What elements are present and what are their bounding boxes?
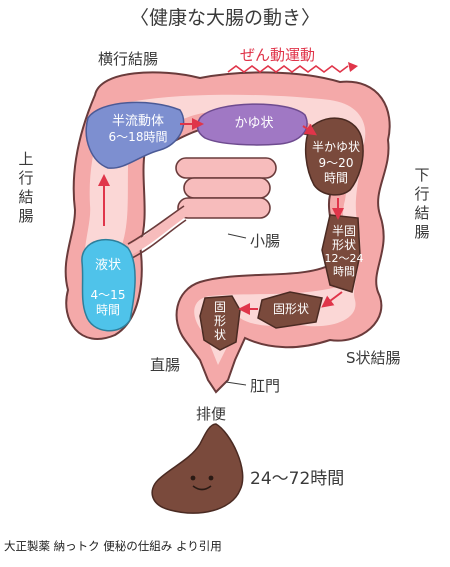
peristalsis-wave <box>227 65 349 73</box>
arrow-to-sigmoid <box>321 291 343 308</box>
arrow-to-semi-mushy <box>302 123 317 136</box>
semi-solid-bolus <box>321 214 361 293</box>
stage-mushy-label: かゆ状 <box>234 116 274 131</box>
small-intestine <box>127 157 277 259</box>
stage-semi-fluid-label: 半流動体 <box>111 114 164 129</box>
label-anus: 肛門 <box>250 377 281 395</box>
solid-bolus-sigmoid <box>257 291 323 329</box>
stage-semi-fluid-time: 6〜18時間 <box>108 130 168 144</box>
page-title: 〈健康な大腸の動き〉 <box>129 7 320 29</box>
stool-character <box>151 423 244 514</box>
stage-semi-solid-label: 半固形状 <box>331 224 356 252</box>
label-peristalsis: ぜん動運動 <box>240 46 316 64</box>
stage-semi-mushy-label: 半かゆ状 <box>311 140 360 154</box>
liquid-bolus <box>81 238 136 332</box>
stage-solid-sigmoid-label: 固形状 <box>272 302 309 316</box>
label-descending-colon: 下行結腸 <box>414 166 430 241</box>
source-caption: 大正製薬 納っトク 便秘の仕組み より引用 <box>4 539 222 553</box>
label-sigmoid-colon: S状結腸 <box>346 349 401 367</box>
semi-mushy-bolus <box>304 117 364 196</box>
label-small-intestine: 小腸 <box>250 232 281 250</box>
label-total-time: 24〜72時間 <box>250 469 345 489</box>
peristalsis-arrowhead <box>348 62 358 72</box>
stage-solid-rectum-label: 固形状 <box>213 300 226 342</box>
stage-liquid-label: 液状 <box>94 258 121 273</box>
label-transverse-colon: 横行結腸 <box>98 50 159 68</box>
semi-fluid-bolus <box>85 101 185 169</box>
label-ascending-colon: 上行結腸 <box>18 150 34 225</box>
label-rectum: 直腸 <box>150 356 181 374</box>
label-defecation: 排便 <box>196 405 227 423</box>
solid-bolus-rectum <box>199 295 241 351</box>
mushy-bolus <box>196 103 308 146</box>
